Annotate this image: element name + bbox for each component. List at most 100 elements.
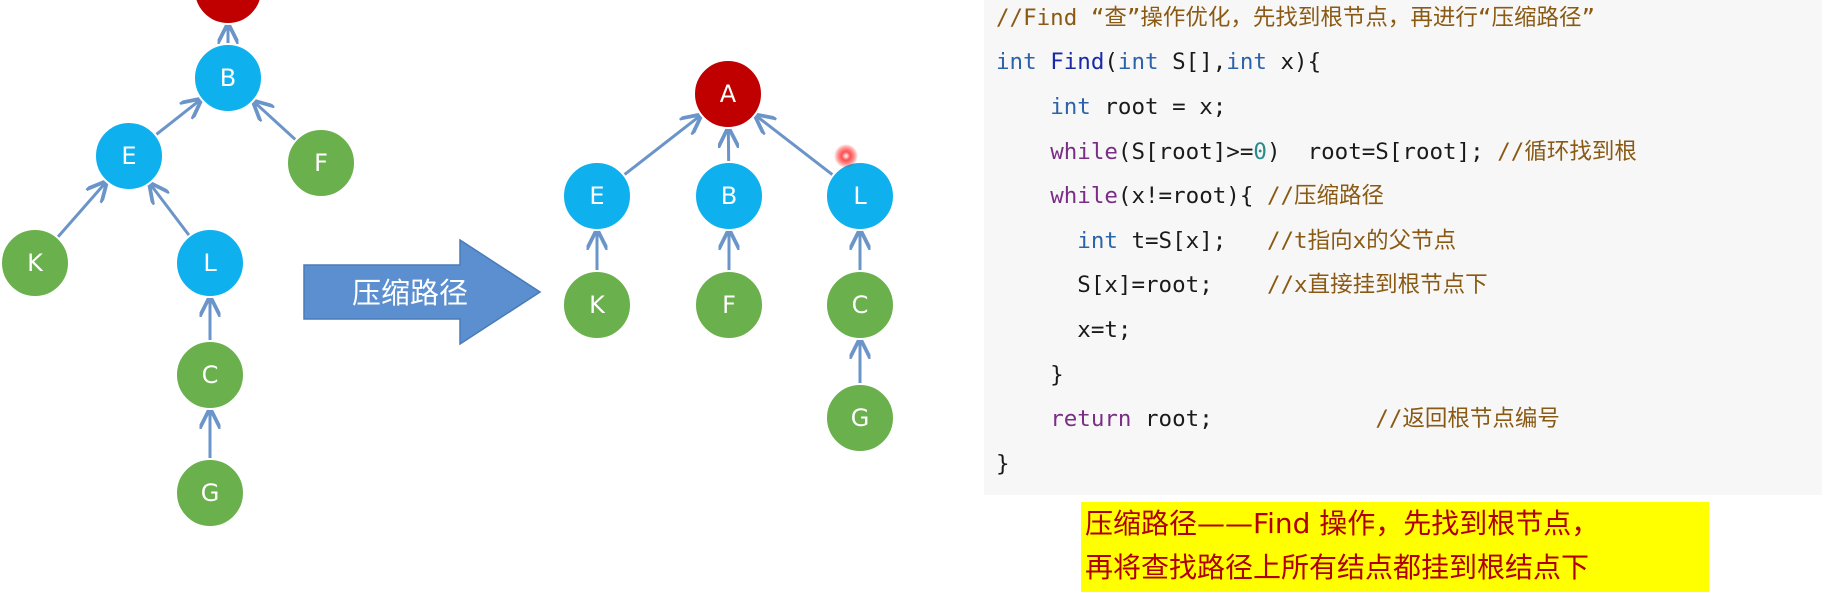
before-node-label-G: G: [201, 479, 220, 507]
code-line-7: S[x]=root; //x直接挂到根节点下: [996, 270, 1488, 300]
after-node-label-K: K: [589, 291, 606, 319]
before-node-F: F: [286, 128, 356, 198]
before-node-circle-K: [0, 228, 70, 298]
before-node-circle-C: [175, 340, 245, 410]
summary-note: 压缩路径——Find 操作，先找到根节点， 再将查找路径上所有结点都挂到根结点下: [1081, 502, 1709, 592]
before-node-G: G: [175, 458, 245, 528]
before-node-circle-E: [94, 121, 164, 191]
after-node-label-A: A: [720, 80, 737, 108]
compress-path-label: 压缩路径: [352, 276, 468, 310]
before-node-label-C: C: [202, 361, 219, 389]
code-token: (x!=root){: [1117, 183, 1267, 209]
code-token: return: [1050, 406, 1132, 432]
after-node-label-C: C: [852, 291, 869, 319]
before-node-label-K: K: [27, 249, 44, 277]
code-line-6: int t=S[x]; //t指向x的父节点: [996, 226, 1456, 256]
code-token: 0: [1253, 139, 1267, 165]
after-node-F: F: [694, 270, 764, 340]
code-token: [1037, 49, 1051, 75]
after-edge-L-to-A: [756, 115, 835, 177]
after-node-circle-B: [694, 161, 764, 231]
after-node-label-F: F: [722, 291, 736, 319]
before-node-L: L: [175, 228, 245, 298]
before-node-label-E: E: [121, 142, 136, 170]
code-token: [996, 139, 1050, 165]
code-token: //循环找到根: [1497, 139, 1637, 165]
before-edge-K-to-E: [56, 182, 105, 239]
code-token: Find: [1050, 49, 1105, 75]
code-token: int: [1226, 49, 1267, 75]
before-node-circle-G: [175, 458, 245, 528]
code-line-9: }: [996, 360, 1064, 390]
after-node-K: K: [562, 270, 632, 340]
after-node-circle-A: [693, 59, 763, 129]
code-token: x=t;: [996, 317, 1132, 343]
after-node-label-L: L: [853, 182, 867, 210]
code-token: S[x]=root;: [996, 272, 1267, 298]
after-node-E: E: [562, 161, 632, 231]
before-node-B: B: [193, 43, 263, 113]
code-line-3: int root = x;: [996, 92, 1226, 122]
code-token: (: [1104, 49, 1118, 75]
after-edge-E-to-A: [622, 116, 701, 177]
tree-edges: [56, 25, 860, 459]
before-node-top: [194, 0, 262, 25]
code-line-8: x=t;: [996, 315, 1131, 345]
before-node-K: K: [0, 228, 70, 298]
code-line-11: }: [996, 449, 1010, 479]
before-node-label-F: F: [314, 149, 328, 177]
before-edge-F-to-B: [254, 102, 297, 142]
code-token: int: [1050, 94, 1091, 120]
before-node-circle-F: [286, 128, 356, 198]
note-line-2: 再将查找路径上所有结点都挂到根结点下: [1085, 551, 1590, 584]
code-token: int: [1117, 49, 1159, 75]
code-line-10: return root; //返回根节点编号: [996, 404, 1560, 434]
after-node-label-E: E: [589, 182, 604, 210]
after-node-circle-E: [562, 161, 632, 231]
code-token: }: [996, 451, 1010, 477]
code-token: [996, 228, 1077, 254]
code-token: t=S[x];: [1117, 228, 1267, 254]
pointer-dot: [834, 144, 858, 168]
after-node-L: L: [825, 161, 895, 231]
before-node-circle-L: [175, 228, 245, 298]
code-token: //Find “查”操作优化，先找到根节点，再进行“压缩路径”: [996, 5, 1596, 31]
before-node-label-B: B: [220, 64, 236, 92]
after-node-circle-C: [825, 270, 895, 340]
tree-nodes: B E F K L C G A E B L K F C G: [0, 0, 895, 528]
code-token: [996, 94, 1050, 120]
code-token: (S[root]>=: [1117, 139, 1254, 165]
after-node-label-G: G: [851, 404, 870, 432]
code-token: int: [1077, 228, 1118, 254]
code-panel: //Find “查”操作优化，先找到根节点，再进行“压缩路径”int Find(…: [984, 0, 1822, 495]
before-node-label-L: L: [203, 249, 217, 277]
code-token: ) root=S[root];: [1266, 139, 1498, 165]
code-token: [996, 183, 1050, 209]
code-token: //压缩路径: [1266, 183, 1385, 209]
before-node-circle-top: [194, 0, 262, 25]
code-token: S[],: [1158, 49, 1227, 75]
compress-path-arrow: 压缩路径: [303, 238, 542, 346]
before-node-circle-B: [193, 43, 263, 113]
before-edge-E-to-B: [154, 100, 201, 137]
code-line-1: //Find “查”操作优化，先找到根节点，再进行“压缩路径”: [996, 3, 1595, 33]
code-line-4: while(S[root]>=0) root=S[root]; //循环找到根: [996, 137, 1637, 167]
after-node-circle-K: [562, 270, 632, 340]
tree-diagram: 压缩路径 B E F K L C G A E B L K F C G: [0, 0, 895, 528]
code-line-5: while(x!=root){ //压缩路径: [996, 181, 1384, 211]
after-node-B: B: [694, 161, 764, 231]
note-line-1: 压缩路径——Find 操作，先找到根节点，: [1085, 507, 1600, 540]
code-token: //x直接挂到根节点下: [1266, 272, 1488, 298]
before-edge-L-to-E: [150, 184, 191, 237]
after-node-circle-L: [825, 161, 895, 231]
before-node-E: E: [94, 121, 164, 191]
code-token: [996, 406, 1050, 432]
code-line-2: int Find(int S[],int x){: [996, 47, 1321, 77]
after-node-circle-F: [694, 270, 764, 340]
after-node-G: G: [825, 383, 895, 453]
after-node-C: C: [825, 270, 895, 340]
code-token: root = x;: [1090, 94, 1227, 120]
before-node-C: C: [175, 340, 245, 410]
after-node-A: A: [693, 59, 763, 129]
code-token: }: [996, 362, 1064, 388]
